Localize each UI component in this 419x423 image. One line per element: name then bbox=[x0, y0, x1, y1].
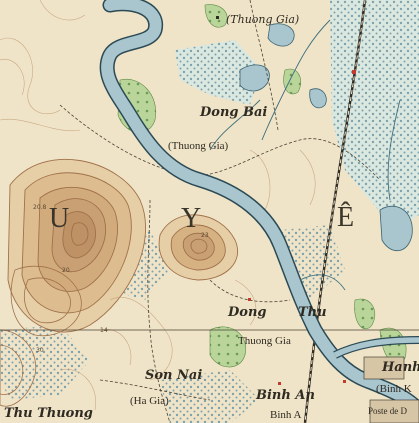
label-binh-k[interactable]: (Binh K bbox=[376, 383, 412, 395]
label-thuong-gia-north[interactable]: (Thuong Gia) bbox=[226, 13, 300, 26]
label-ha-gia[interactable]: (Ha Gia) bbox=[130, 395, 169, 407]
spot-height: 20 bbox=[62, 267, 70, 274]
spot-height: 23 bbox=[201, 232, 209, 239]
building-marks bbox=[216, 16, 419, 423]
label-dong-bai[interactable]: Dong Bai bbox=[200, 105, 268, 120]
hill-southwest bbox=[0, 265, 82, 407]
hill-west bbox=[7, 158, 146, 333]
label-thu[interactable]: Thu bbox=[298, 305, 327, 320]
label-son-nai[interactable]: Son Nai bbox=[145, 368, 203, 383]
streams bbox=[209, 19, 401, 291]
ponds bbox=[239, 23, 413, 252]
spot-height: 20.8 bbox=[33, 204, 47, 211]
label-thu-thuong[interactable]: Thu Thuong bbox=[4, 406, 93, 421]
region-letter-u: U bbox=[49, 203, 71, 234]
label-dong[interactable]: Dong bbox=[228, 305, 267, 320]
region-letter-e: Ê bbox=[337, 202, 356, 233]
region-letter-y: Y bbox=[181, 203, 203, 234]
label-binh-a[interactable]: Binh A bbox=[270, 409, 302, 421]
label-hanh[interactable]: Hanh bbox=[382, 360, 419, 375]
river bbox=[99, 0, 419, 418]
label-thuong-gia-center[interactable]: (Thuong Gia) bbox=[168, 140, 229, 152]
vegetation bbox=[117, 4, 407, 368]
spot-height: 30 bbox=[36, 347, 44, 354]
label-poste[interactable]: Poste de D bbox=[368, 406, 407, 416]
label-thuong-gia-south[interactable]: Thuong Gia bbox=[238, 335, 291, 347]
spot-height: 14 bbox=[100, 327, 108, 334]
label-binh-an[interactable]: Binh An bbox=[256, 388, 315, 403]
railway bbox=[303, 0, 367, 423]
hill-center bbox=[158, 214, 238, 281]
